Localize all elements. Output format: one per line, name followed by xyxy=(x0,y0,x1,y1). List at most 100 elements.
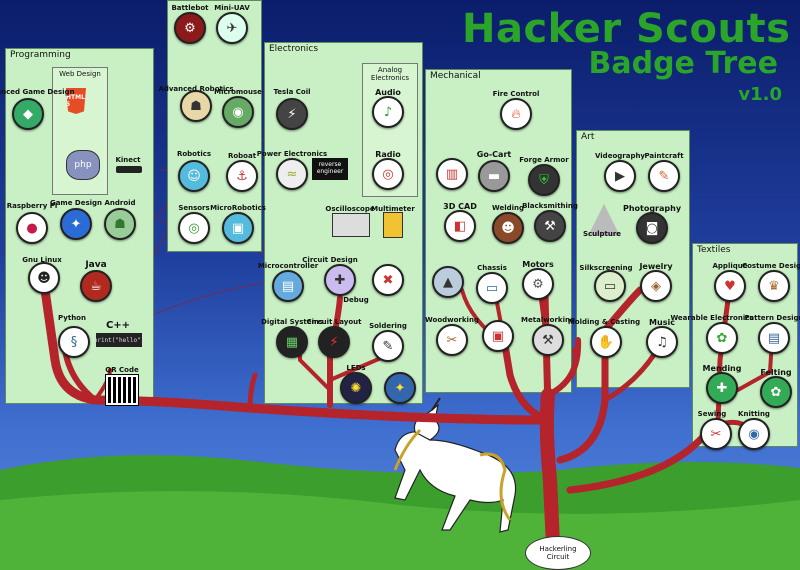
badge-python[interactable]: § xyxy=(58,326,90,358)
badge-jewelry[interactable]: ◈ xyxy=(640,270,672,302)
label-java: Java xyxy=(85,260,107,270)
panel-title-textiles: Textiles xyxy=(697,245,731,255)
label-felting: Felting xyxy=(760,368,792,377)
label-audio: Audio xyxy=(375,88,401,97)
badge-fire-control[interactable]: 🔥︎ xyxy=(500,98,532,130)
oscilloscope-icon xyxy=(332,213,370,237)
label-wearable-electronics: Wearable Electronics xyxy=(670,314,754,322)
label-circuit-layout: Circuit Layout xyxy=(306,318,362,326)
label-applique: Applique xyxy=(712,262,748,270)
badge-sewing[interactable]: ✂ xyxy=(700,418,732,450)
label-blacksmithing: Blacksmithing xyxy=(522,202,578,210)
badge-wearable-electronics[interactable]: ✿ xyxy=(706,322,738,354)
badge-micromouse[interactable]: ◉ xyxy=(222,96,254,128)
badge-forge-armor[interactable]: ⛨ xyxy=(528,164,560,196)
badge-game-design[interactable]: ✦ xyxy=(60,208,92,240)
label-3d-cad: 3D CAD xyxy=(443,202,477,211)
badge-android[interactable]: ☗ xyxy=(104,208,136,240)
badge-molding-casting[interactable]: ✋ xyxy=(590,326,622,358)
badge-debug[interactable]: ✖ xyxy=(372,264,404,296)
label-radio: Radio xyxy=(375,150,401,159)
label-chassis: Chassis xyxy=(477,264,507,272)
label-microcontroller: Microcontroller xyxy=(257,262,319,270)
subpanel-title-analog: Analog Electronics xyxy=(370,66,410,82)
badge-microrobotics[interactable]: ▣ xyxy=(222,212,254,244)
badge-java[interactable]: ☕ xyxy=(80,270,112,302)
label-microrobotics: MicroRobotics xyxy=(210,204,266,212)
badge-felting[interactable]: ✿ xyxy=(760,376,792,408)
badge-robotics[interactable]: ☺ xyxy=(178,160,210,192)
label-android: Android xyxy=(104,199,136,207)
label-silkscreening: Silkscreening xyxy=(579,264,633,272)
label-cpp: C++ xyxy=(105,320,131,331)
badge-microcontroller[interactable]: ▤ xyxy=(272,270,304,302)
badge-sensors[interactable]: ◎ xyxy=(178,212,210,244)
label-sculpture: Sculpture xyxy=(582,230,622,238)
badge-mini-uav[interactable]: ✈ xyxy=(216,12,248,44)
badge-motors[interactable]: ⚙ xyxy=(522,268,554,300)
label-power-electronics: Power Electronics xyxy=(256,150,328,158)
chart-title: Hacker Scouts xyxy=(462,6,791,52)
label-go-cart: Go-Cart xyxy=(476,150,512,159)
label-forge-armor: Forge Armor xyxy=(519,156,569,164)
badge-advanced-robotics[interactable]: ☗ xyxy=(180,90,212,122)
label-game-design: Game Design xyxy=(49,199,103,207)
badge-circuit-layout[interactable]: ⚡ xyxy=(318,326,350,358)
code-snippet: print("hello") xyxy=(94,333,144,347)
badge-videography[interactable]: ▶ xyxy=(604,160,636,192)
badge-gnu-linux[interactable]: ☻ xyxy=(28,262,60,294)
panel-title-electronics: Electronics xyxy=(269,44,319,54)
badge-3d-cad[interactable]: ◧ xyxy=(444,210,476,242)
badge-raspberry-pi[interactable]: ● xyxy=(16,212,48,244)
badge-mending[interactable]: ✚ xyxy=(706,372,738,404)
label-digital-systems: Digital Systems xyxy=(261,318,323,326)
label-robotics: Robotics xyxy=(176,150,212,158)
badge-soldering[interactable]: ✎ xyxy=(372,330,404,362)
badge-chassis[interactable]: ▭ xyxy=(476,272,508,304)
root-label-line1: Hackerling xyxy=(539,545,577,553)
label-woodworking: Woodworking xyxy=(425,316,479,324)
label-motors: Motors xyxy=(522,260,554,269)
label-knitting: Knitting xyxy=(738,410,770,418)
badge-blacksmithing[interactable]: ⚒ xyxy=(534,210,566,242)
label-pattern-design: Pattern Design xyxy=(744,314,800,322)
label-videography: Videography xyxy=(594,152,646,160)
badge-battlebot[interactable]: ⚙ xyxy=(174,12,206,44)
badge-pattern-design[interactable]: ▤ xyxy=(758,322,790,354)
badge-metalworking[interactable]: ⚒ xyxy=(532,324,564,356)
php-elephant-icon: php xyxy=(66,150,100,180)
badge-welding[interactable]: ☻ xyxy=(492,212,524,244)
label-jewelry: Jewelry xyxy=(639,262,673,271)
badge-audio[interactable]: ♪ xyxy=(372,96,404,128)
badge-arcade[interactable]: ▥ xyxy=(436,158,468,190)
root-badge-hackerling-circuit[interactable]: Hackerling Circuit xyxy=(525,536,591,570)
label-sensors: Sensors xyxy=(178,204,210,212)
label-paintcraft: Paintcraft xyxy=(644,152,684,160)
label-gnu-linux: Gnu Linux xyxy=(22,256,62,264)
badge-knitting[interactable]: ◉ xyxy=(738,418,770,450)
badge-power-electronics[interactable]: ≈ xyxy=(276,158,308,190)
badge-digital-systems[interactable]: ▦ xyxy=(276,326,308,358)
panel-title-mechanical: Mechanical xyxy=(430,71,481,81)
label-metalworking: Metalworking xyxy=(521,316,575,324)
badge-vehicle[interactable]: ▲ xyxy=(432,266,464,298)
badge-costume-design[interactable]: ♛ xyxy=(758,270,790,302)
badge-photography[interactable]: ◙ xyxy=(636,212,668,244)
badge-paintcraft[interactable]: ✎ xyxy=(648,160,680,192)
badge-radio[interactable]: ◎ xyxy=(372,158,404,190)
label-roboat: Roboat xyxy=(227,152,257,160)
badge-woodworking[interactable]: ✂ xyxy=(436,324,468,356)
badge-applique[interactable]: ♥ xyxy=(714,270,746,302)
badge-leds[interactable]: ✺ xyxy=(340,372,372,404)
badge-roboat[interactable]: ⚓ xyxy=(226,160,258,192)
label-qr-code: QR Code xyxy=(105,366,139,374)
badge-music[interactable]: ♫ xyxy=(646,326,678,358)
badge-advanced-game-design[interactable]: ◆ xyxy=(12,98,44,130)
label-tesla-coil: Tesla Coil xyxy=(273,88,311,96)
badge-circuit-design[interactable]: ✚ xyxy=(324,264,356,296)
badge-silkscreening[interactable]: ▭ xyxy=(594,270,626,302)
badge-toolbox[interactable]: ▣ xyxy=(482,320,514,352)
badge-led-art[interactable]: ✦ xyxy=(384,372,416,404)
badge-go-cart[interactable]: ▬ xyxy=(478,160,510,192)
badge-tesla-coil[interactable]: ⚡ xyxy=(276,98,308,130)
